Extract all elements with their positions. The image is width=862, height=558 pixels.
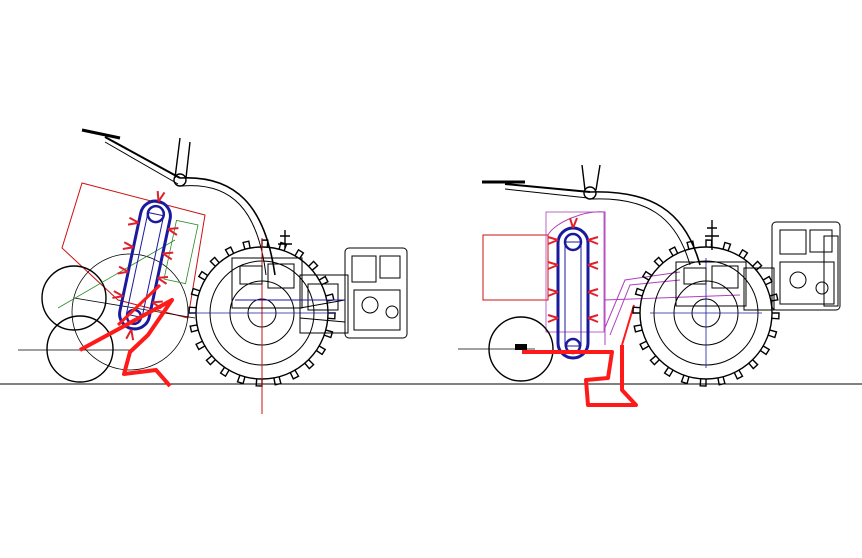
tire-lug <box>762 275 773 286</box>
left-handlebar-bar2 <box>104 141 179 185</box>
right-crumber-bar <box>522 345 638 407</box>
right-crumber-arm <box>621 304 635 346</box>
tire-lug <box>748 359 759 370</box>
right-machine-view <box>458 164 841 407</box>
tire-lug <box>771 312 780 320</box>
right-handle-arch <box>589 191 701 266</box>
left-engine-body <box>299 274 349 334</box>
right-drive-wheel <box>632 239 780 387</box>
right-cutter-teeth <box>547 217 599 323</box>
left-green-frame <box>163 219 199 285</box>
left-engine <box>231 230 408 339</box>
tire-lug <box>289 369 300 380</box>
right-boom-housing <box>545 211 605 333</box>
left-depth-wheel-large <box>71 253 189 371</box>
right-trencher-boom <box>547 217 599 360</box>
tire-lug <box>733 369 744 380</box>
tire-lug <box>668 246 679 257</box>
tire-lug <box>653 256 664 267</box>
left-handlebar-pivot <box>173 173 187 187</box>
left-drive-wheel <box>188 238 336 414</box>
tire-lug <box>634 287 645 297</box>
tire-lug <box>294 248 305 260</box>
tire-lug <box>236 374 246 385</box>
left-depth-wheel-upper <box>41 265 107 331</box>
left-depth-wheel-lower <box>46 315 114 383</box>
left-handlebar-bar <box>104 136 181 179</box>
right-depth-wheel-hub <box>515 344 527 350</box>
tire-lug <box>323 329 334 339</box>
tire-lug <box>633 324 643 333</box>
tire-lug <box>717 376 726 386</box>
tire-lug <box>722 241 732 252</box>
right-handlebar-upright <box>581 164 601 191</box>
tire-lug <box>738 248 749 260</box>
tire-lug <box>209 256 220 267</box>
left-handle-arch <box>179 177 276 276</box>
left-cutter-teeth <box>112 190 179 341</box>
tire-lug <box>273 376 282 386</box>
tire-lug <box>219 366 230 378</box>
tire-lug <box>327 312 336 320</box>
left-boom-frame <box>125 211 165 319</box>
left-drive-sprocket <box>146 204 166 224</box>
right-drive-sprocket <box>563 232 583 252</box>
tire-lug <box>205 355 216 366</box>
tire-lug <box>632 306 641 314</box>
tire-lug <box>197 270 209 281</box>
left-gearbox <box>231 257 303 309</box>
right-engine <box>675 220 841 311</box>
tire-lug <box>255 378 263 387</box>
tire-lug <box>641 270 653 281</box>
right-guard-curve <box>547 211 606 345</box>
tire-lug <box>639 340 650 351</box>
right-handlebar-pivot <box>583 186 597 200</box>
tire-lug <box>686 240 695 250</box>
tire-lug <box>189 324 199 333</box>
tire-lug <box>699 378 707 387</box>
left-crumber-arm <box>116 283 162 327</box>
tire-lug <box>308 260 319 271</box>
tire-lug <box>224 246 235 257</box>
right-engine-head <box>771 221 841 311</box>
left-handlebar-upright <box>174 137 191 179</box>
tire-lug <box>663 366 674 378</box>
left-machine-view <box>18 128 408 414</box>
left-crumber-shoe <box>79 298 174 388</box>
right-guard-outline <box>482 234 549 301</box>
right-handlebar-bar <box>504 183 591 193</box>
right-handlebar-bar2 <box>504 188 589 199</box>
tire-lug <box>767 329 778 339</box>
right-drive-wheel-lugs <box>632 239 780 387</box>
tire-lug <box>759 345 771 356</box>
right-gearbox <box>675 261 747 307</box>
tire-lug <box>649 355 660 366</box>
tire-lug <box>680 374 690 385</box>
tire-lug <box>242 240 251 250</box>
right-engine-body <box>743 267 775 311</box>
left-trencher-boom <box>112 190 179 341</box>
tire-lug <box>190 287 201 297</box>
tire-lug <box>315 345 327 356</box>
left-green-guide <box>57 239 176 309</box>
right-handle-arch-inner <box>591 198 691 266</box>
right-boom-frame <box>564 241 582 347</box>
right-frame-links <box>603 271 741 336</box>
tire-lug <box>304 359 315 370</box>
left-engine-head <box>344 247 408 339</box>
tire-lug <box>195 340 206 351</box>
tire-lug <box>318 275 329 286</box>
left-handlebar-grip <box>81 128 121 140</box>
tire-lug <box>752 260 763 271</box>
tire-lug <box>705 239 713 248</box>
